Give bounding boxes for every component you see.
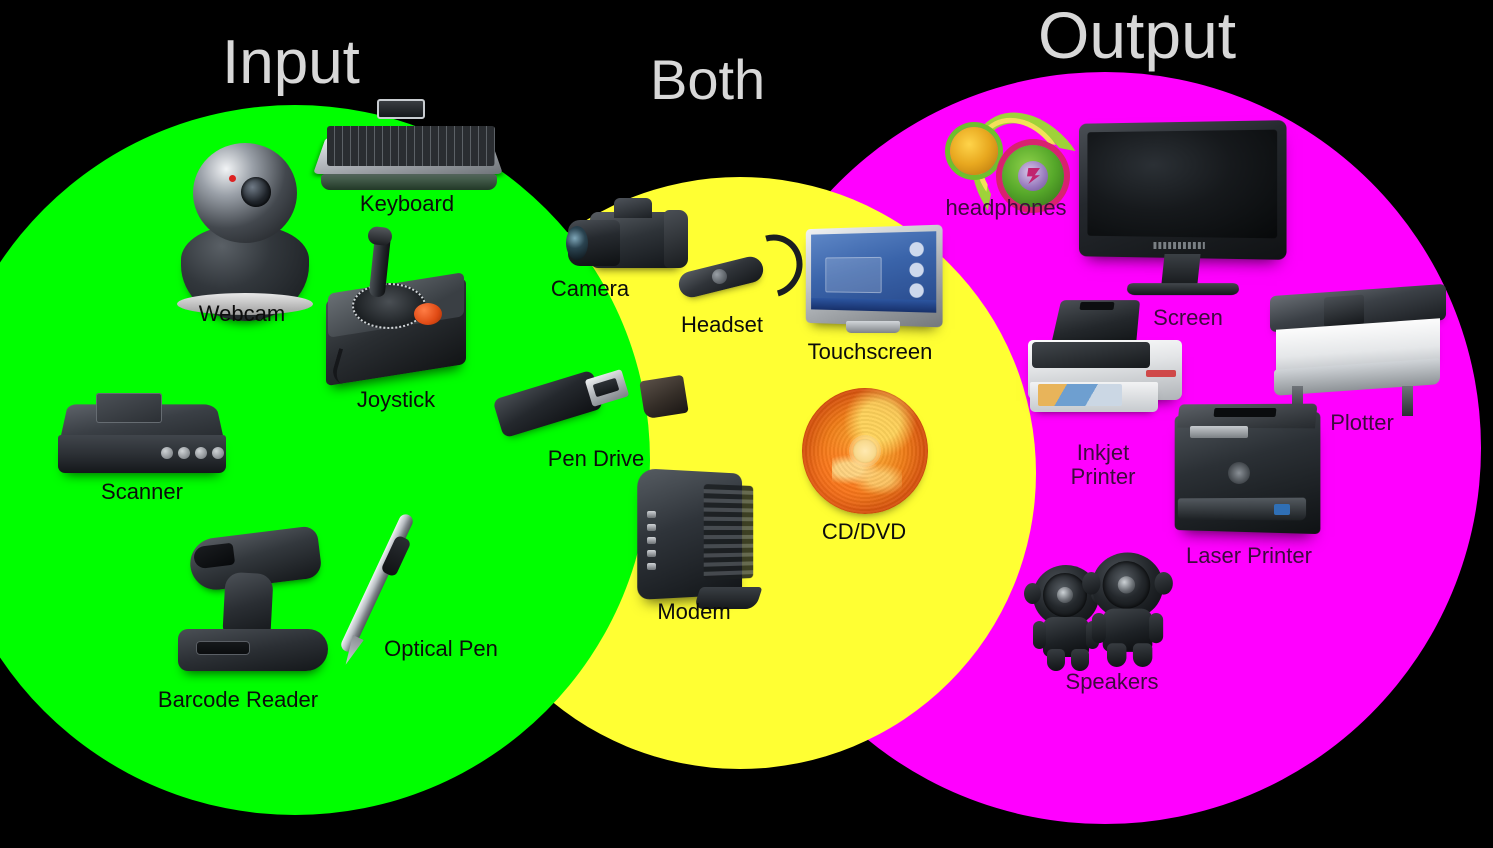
heading-input: Input <box>222 28 360 97</box>
headphones-icon <box>946 89 1076 213</box>
laser-printer-icon <box>1170 403 1326 536</box>
item-label-cd-dvd: CD/DVD <box>821 519 907 544</box>
item-label-speakers: Speakers <box>1065 669 1159 694</box>
item-label-keyboard: Keyboard <box>359 191 455 216</box>
webcam-icon <box>175 143 315 321</box>
headset-icon <box>676 223 814 309</box>
item-label-headset: Headset <box>681 312 763 337</box>
item-label-laser-printer: Laser Printer <box>1186 543 1312 568</box>
item-label-touchscreen: Touchscreen <box>807 339 933 364</box>
cd-dvd-icon <box>802 388 930 516</box>
item-label-plotter: Plotter <box>1330 410 1394 435</box>
barcode-reader-icon <box>172 525 338 678</box>
speakers-icon <box>1024 552 1193 671</box>
item-label-camera: Camera <box>550 276 630 301</box>
camera-icon <box>566 198 690 274</box>
inkjet-printer-icon <box>1028 296 1188 416</box>
item-label-screen: Screen <box>1153 305 1223 330</box>
scanner-icon <box>58 383 234 483</box>
item-label-scanner: Scanner <box>101 479 183 504</box>
heading-both: Both <box>650 48 766 111</box>
monitor-icon <box>1075 120 1291 302</box>
plotter-icon <box>1270 283 1450 420</box>
item-label-optical-pen: Optical Pen <box>384 636 498 661</box>
item-label-pen-drive: Pen Drive <box>547 446 645 471</box>
item-label-modem: Modem <box>657 599 731 624</box>
item-label-webcam: Webcam <box>198 301 286 326</box>
heading-output: Output <box>1038 0 1237 72</box>
item-label-joystick: Joystick <box>356 387 436 412</box>
touchscreen-icon <box>800 224 950 337</box>
keyboard-icon <box>313 99 509 196</box>
item-label-barcode-reader: Barcode Reader <box>157 687 319 712</box>
item-label-headphones: headphones <box>945 195 1067 220</box>
joystick-icon <box>326 225 474 391</box>
item-label-inkjet-printer: Inkjet Printer <box>1070 440 1136 489</box>
pen-drive-icon <box>492 369 692 442</box>
modem-icon <box>637 465 767 615</box>
